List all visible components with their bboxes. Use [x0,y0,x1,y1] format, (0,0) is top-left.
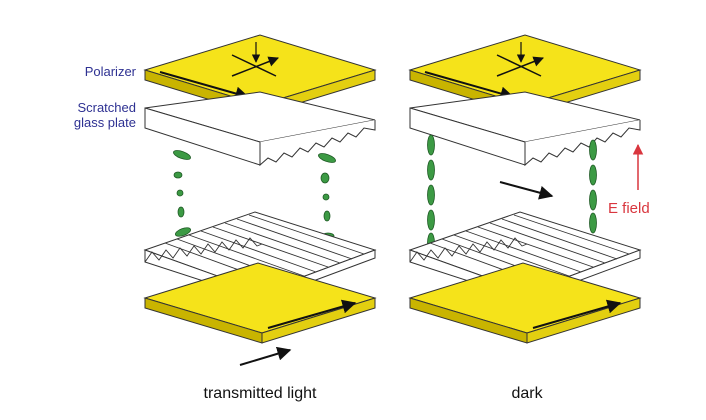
caption-dark: dark [511,385,543,402]
light-arrow-left [239,346,292,366]
top-glass-plate-left [144,91,376,167]
e-field-label: E field [608,200,650,217]
top-glass-plate-right [409,91,641,167]
polarizer-label: Polarizer [85,64,137,79]
bottom-polarizer-right [408,262,642,344]
scratched-label-line2: glass plate [74,115,136,130]
caption-transmitted: transmitted light [204,385,317,402]
scratched-label-line1: Scratched [77,100,136,115]
right-assembly [408,34,644,344]
bottom-polarizer-left [143,262,377,344]
light-arrow-right [499,181,554,200]
left-assembly [143,34,377,366]
